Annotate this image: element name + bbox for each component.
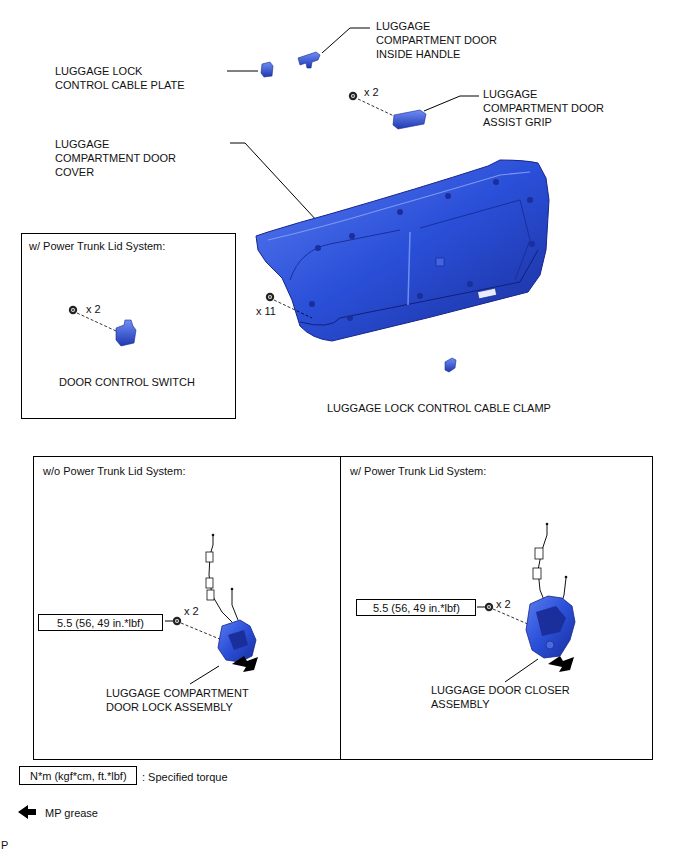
quantity-label: x 2 [184, 604, 199, 618]
torque-box: 5.5 (56, 49 in.*lbf) [38, 614, 163, 631]
legend-text: : Specified torque [142, 770, 228, 784]
quantity-label: x 2 [496, 597, 511, 611]
quantity-label: x 2 [86, 302, 101, 316]
group-heading: w/ Power Trunk Lid System: [29, 239, 165, 253]
group-heading: w/ Power Trunk Lid System: [350, 464, 486, 478]
torque-value: 5.5 (56, 49 in.*lbf) [57, 616, 144, 630]
variant-panel: w/ Power Trunk Lid System: x 2 LUGGAGE DOO… [340, 456, 653, 760]
quantity-label: x 2 [364, 85, 379, 99]
torque-unit: N*m (kgf*cm, ft.*lbf) [30, 769, 127, 783]
quantity-label: x 11 [256, 304, 276, 318]
torque-value: 5.5 (56, 49 in.*lbf) [373, 601, 460, 615]
part-name: LUGGAGE LOCK CONTROL CABLE PLATE [55, 64, 195, 92]
group-heading: w/o Power Trunk Lid System: [43, 464, 185, 478]
part-name: DOOR CONTROL SWITCH [59, 375, 195, 389]
torque-box: N*m (kgf*cm, ft.*lbf) [19, 766, 137, 785]
variant-panel: w/ Power Trunk Lid System: x 2 DOOR CONTRO… [21, 233, 236, 419]
part-name: LUGGAGE COMPARTMENT DOOR ASSIST GRIP [483, 87, 623, 129]
part-name: LUGGAGE COMPARTMENT DOOR LOCK ASSEMBLY [106, 686, 256, 714]
page-mark: P [1, 838, 8, 852]
part-name: LUGGAGE DOOR CLOSER ASSEMBLY [431, 683, 591, 711]
part-name: LUGGAGE COMPARTMENT DOOR INSIDE HANDLE [376, 19, 516, 61]
part-name: LUGGAGE LOCK CONTROL CABLE CLAMP [327, 401, 551, 415]
legend-text: MP grease [45, 806, 98, 820]
variant-panel: w/o Power Trunk Lid System: x 2 LUGGAGE CO… [33, 456, 341, 760]
torque-box: 5.5 (56, 49 in.*lbf) [356, 599, 476, 616]
part-name: LUGGAGE COMPARTMENT DOOR COVER [55, 137, 195, 179]
